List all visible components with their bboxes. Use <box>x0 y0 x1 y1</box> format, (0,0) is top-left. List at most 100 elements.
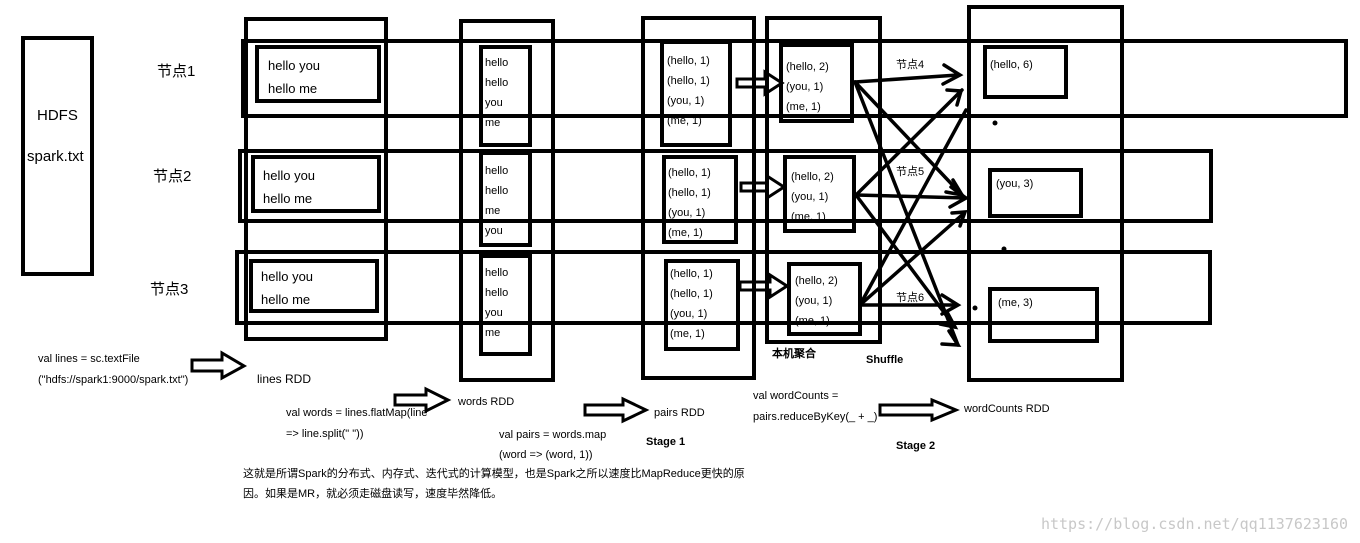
lines-rdd-item: hello me <box>261 292 310 307</box>
pairs-rdd-item: (me, 1) <box>670 328 705 340</box>
local-agg-item: (hello, 2) <box>795 275 838 287</box>
note-line-1: 这就是所谓Spark的分布式、内存式、迭代式的计算模型，也是Spark之所以速度… <box>243 466 745 480</box>
transform-arrow-icon <box>190 350 248 381</box>
lines-rdd-item: hello you <box>268 58 320 73</box>
arrowhead-icon <box>940 329 962 347</box>
local-agg-item: (me, 1) <box>791 211 826 223</box>
rdd-column-frames <box>244 5 1124 382</box>
wordcounts-item: (hello, 6) <box>990 59 1033 71</box>
pairs-rdd-item: (hello, 1) <box>670 288 713 300</box>
local-agg-item: (you, 1) <box>786 81 823 93</box>
lines-rdd-partition-1: hello you hello me <box>255 45 381 103</box>
pairs-rdd-partition-2: (hello, 1) (hello, 1) (you, 1) (me, 1) <box>662 155 738 244</box>
code-words-2: => line.split(" ")) <box>286 428 364 440</box>
words-rdd-item: me <box>485 327 500 339</box>
local-agg-partition-1: (hello, 2) (you, 1) (me, 1) <box>779 43 854 123</box>
target-node-label-4: 节点4 <box>896 58 924 71</box>
ellipsis-dot <box>992 120 998 126</box>
lines-rdd-item: hello you <box>261 269 313 284</box>
words-rdd-item: hello <box>485 57 508 69</box>
lines-rdd-partition-3: hello you hello me <box>249 259 379 313</box>
lines-rdd-column <box>244 17 388 341</box>
local-agg-item: (me, 1) <box>786 101 821 113</box>
words-rdd-item: hello <box>485 287 508 299</box>
wordcounts-item: (you, 3) <box>996 178 1033 190</box>
code-counts-1: val wordCounts = <box>753 390 838 402</box>
words-rdd-item: you <box>485 307 503 319</box>
local-agg-item: (hello, 2) <box>791 171 834 183</box>
code-lines-1: val lines = sc.textFile <box>38 353 140 365</box>
ellipsis-dot <box>1001 246 1007 252</box>
words-rdd-column <box>459 19 555 382</box>
hdfs-box <box>21 36 94 276</box>
node-label-1: 节点1 <box>157 63 195 80</box>
local-agg-label: 本机聚合 <box>772 346 817 360</box>
wordcounts-partition-2: (you, 3) <box>988 168 1083 218</box>
words-rdd-item: hello <box>485 185 508 197</box>
wordcounts-rdd-column <box>967 5 1124 382</box>
local-agg-partition-2: (hello, 2) (you, 1) (me, 1) <box>783 155 856 233</box>
words-rdd-item: you <box>485 225 503 237</box>
words-rdd-item: me <box>485 117 500 129</box>
words-rdd-item: hello <box>485 77 508 89</box>
words-rdd-item: hello <box>485 165 508 177</box>
local-agg-item: (you, 1) <box>795 295 832 307</box>
transform-arrow-icon <box>583 396 650 424</box>
transform-arrow-icon <box>393 386 452 414</box>
pairs-rdd-item: (you, 1) <box>668 207 705 219</box>
hdfs-file: spark.txt <box>27 148 85 165</box>
node-label-2: 节点2 <box>153 168 191 185</box>
words-rdd-label: words RDD <box>457 396 514 408</box>
code-pairs-2: (word => (word, 1)) <box>499 449 593 461</box>
pairs-rdd-item: (hello, 1) <box>668 187 711 199</box>
wordcounts-partition-3: (me, 3) <box>988 287 1099 343</box>
pairs-rdd-item: (me, 1) <box>667 115 702 127</box>
hdfs-title: HDFS <box>37 107 78 124</box>
pairs-rdd-item: (hello, 1) <box>667 55 710 67</box>
node-row-3 <box>235 250 1212 325</box>
node-row-2 <box>238 149 1213 223</box>
pairs-rdd-label: pairs RDD <box>654 407 705 419</box>
words-rdd-item: you <box>485 97 503 109</box>
ellipsis-dot <box>972 305 978 311</box>
wordcounts-item: (me, 3) <box>998 297 1033 309</box>
block-arrow-icon <box>738 272 790 300</box>
pairs-rdd-item: (you, 1) <box>667 95 704 107</box>
code-pairs-1: val pairs = words.map <box>499 429 606 441</box>
transform-arrow-icon <box>878 397 960 423</box>
code-counts-2: pairs.reduceByKey(_ + _) <box>753 411 877 423</box>
shuffle-arrows <box>853 63 970 347</box>
words-rdd-item: me <box>485 205 500 217</box>
node-label-3: 节点3 <box>150 281 188 298</box>
lines-rdd-item: hello me <box>268 81 317 96</box>
pairs-rdd-item: (hello, 1) <box>670 268 713 280</box>
shuffle-label: Shuffle <box>866 354 903 366</box>
pairs-rdd-item: (hello, 1) <box>667 75 710 87</box>
local-agg-partition-3: (hello, 2) (you, 1) (me, 1) <box>787 262 862 336</box>
node-row-1 <box>241 39 1348 118</box>
code-lines-2: ("hdfs://spark1:9000/spark.txt") <box>38 374 188 386</box>
words-rdd-partition-3: hello hello you me <box>479 254 532 356</box>
words-rdd-partition-2: hello hello me you <box>479 151 532 247</box>
arrowhead-icon <box>950 210 968 228</box>
arrowhead-icon <box>945 88 964 107</box>
wordcounts-partition-1: (hello, 6) <box>983 45 1068 99</box>
pairs-rdd-partition-3: (hello, 1) (hello, 1) (you, 1) (me, 1) <box>664 259 740 351</box>
words-rdd-item: hello <box>485 267 508 279</box>
pairs-rdd-item: (hello, 1) <box>668 167 711 179</box>
target-node-label-6: 节点6 <box>896 291 924 304</box>
watermark: https://blog.csdn.net/qq1137623160 <box>1040 515 1348 533</box>
pairs-rdd-partition-1: (hello, 1) (hello, 1) (you, 1) (me, 1) <box>660 40 732 147</box>
pairs-rdd-column <box>641 16 756 380</box>
local-agg-item: (me, 1) <box>795 315 830 327</box>
node-row-bands <box>235 39 1348 325</box>
local-agg-arrows <box>735 69 790 300</box>
stage1-label: Stage 1 <box>646 436 685 448</box>
arrowhead-icon <box>938 310 959 330</box>
local-agg-item: (hello, 2) <box>786 61 829 73</box>
lines-rdd-item: hello you <box>263 168 315 183</box>
lines-rdd-label: lines RDD <box>257 372 311 386</box>
arrowhead-icon <box>948 185 970 209</box>
target-node-label-5: 节点5 <box>896 165 924 178</box>
stage2-label: Stage 2 <box>896 440 935 452</box>
